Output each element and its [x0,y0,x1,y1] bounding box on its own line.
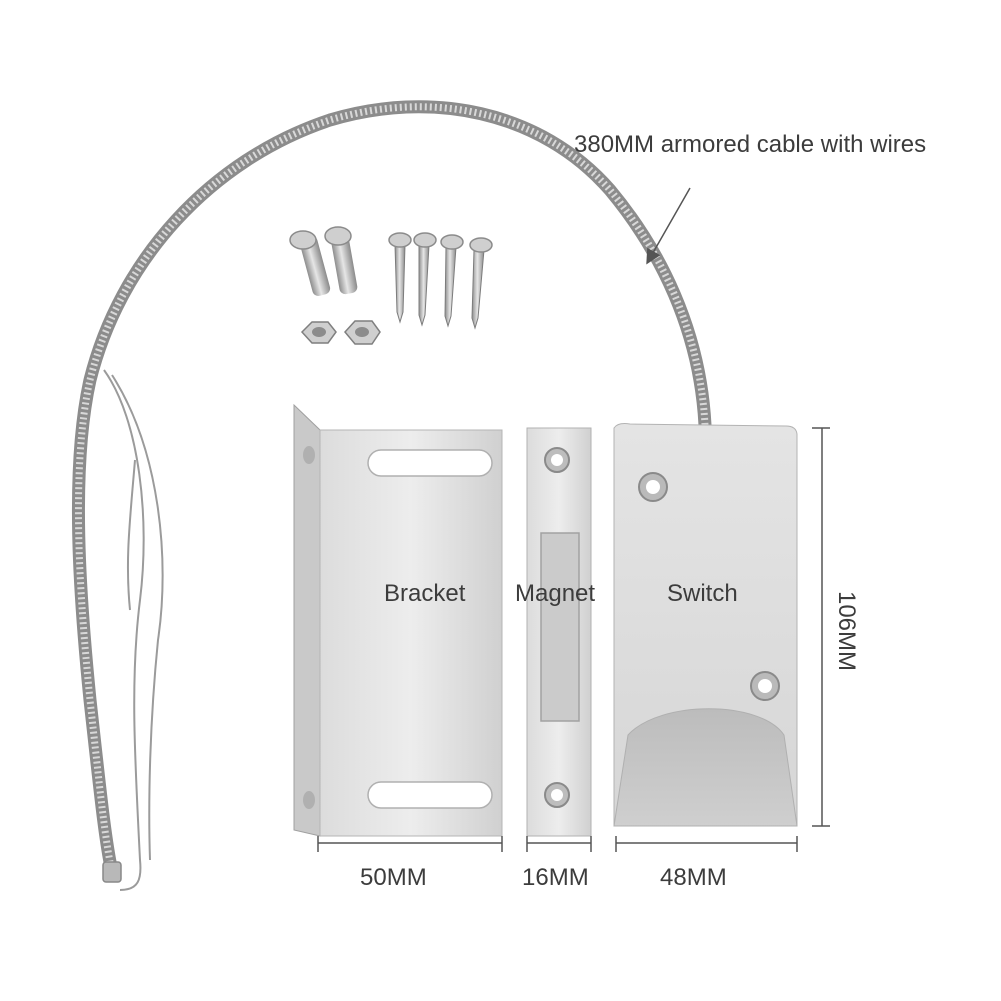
wood-screw [413,232,437,327]
switch-width-label: 48MM [660,864,727,891]
cable-label: 380MM armored cable with wires [574,131,927,158]
magnet-core [540,532,580,722]
wood-screw [469,237,493,330]
hex-nut [344,320,381,345]
magnet-label: Magnet [515,580,596,607]
magnet-width-label: 16MM [522,864,589,891]
mounting-hardware [289,226,493,345]
wood-screw [440,234,464,328]
wires [103,369,164,891]
switch-height-label: 106MM [833,590,860,672]
cable-callout-arrow [646,187,691,265]
switch-label: Switch [667,580,738,607]
switch [613,423,798,827]
machine-screw [289,230,331,296]
wood-screw [388,232,412,324]
bracket-slot [367,449,493,477]
machine-screw [324,226,358,295]
cable-ferrule [102,861,122,883]
bracket-hole [303,446,315,464]
bracket [293,403,503,837]
magnet [526,427,592,837]
bracket-width-label: 50MM [360,864,427,891]
dimension-lines [317,427,830,852]
armored-cable [71,100,712,883]
bracket-hole [303,791,315,809]
hex-nut [300,321,337,344]
bracket-slot [367,781,493,809]
bracket-label: Bracket [384,580,466,607]
